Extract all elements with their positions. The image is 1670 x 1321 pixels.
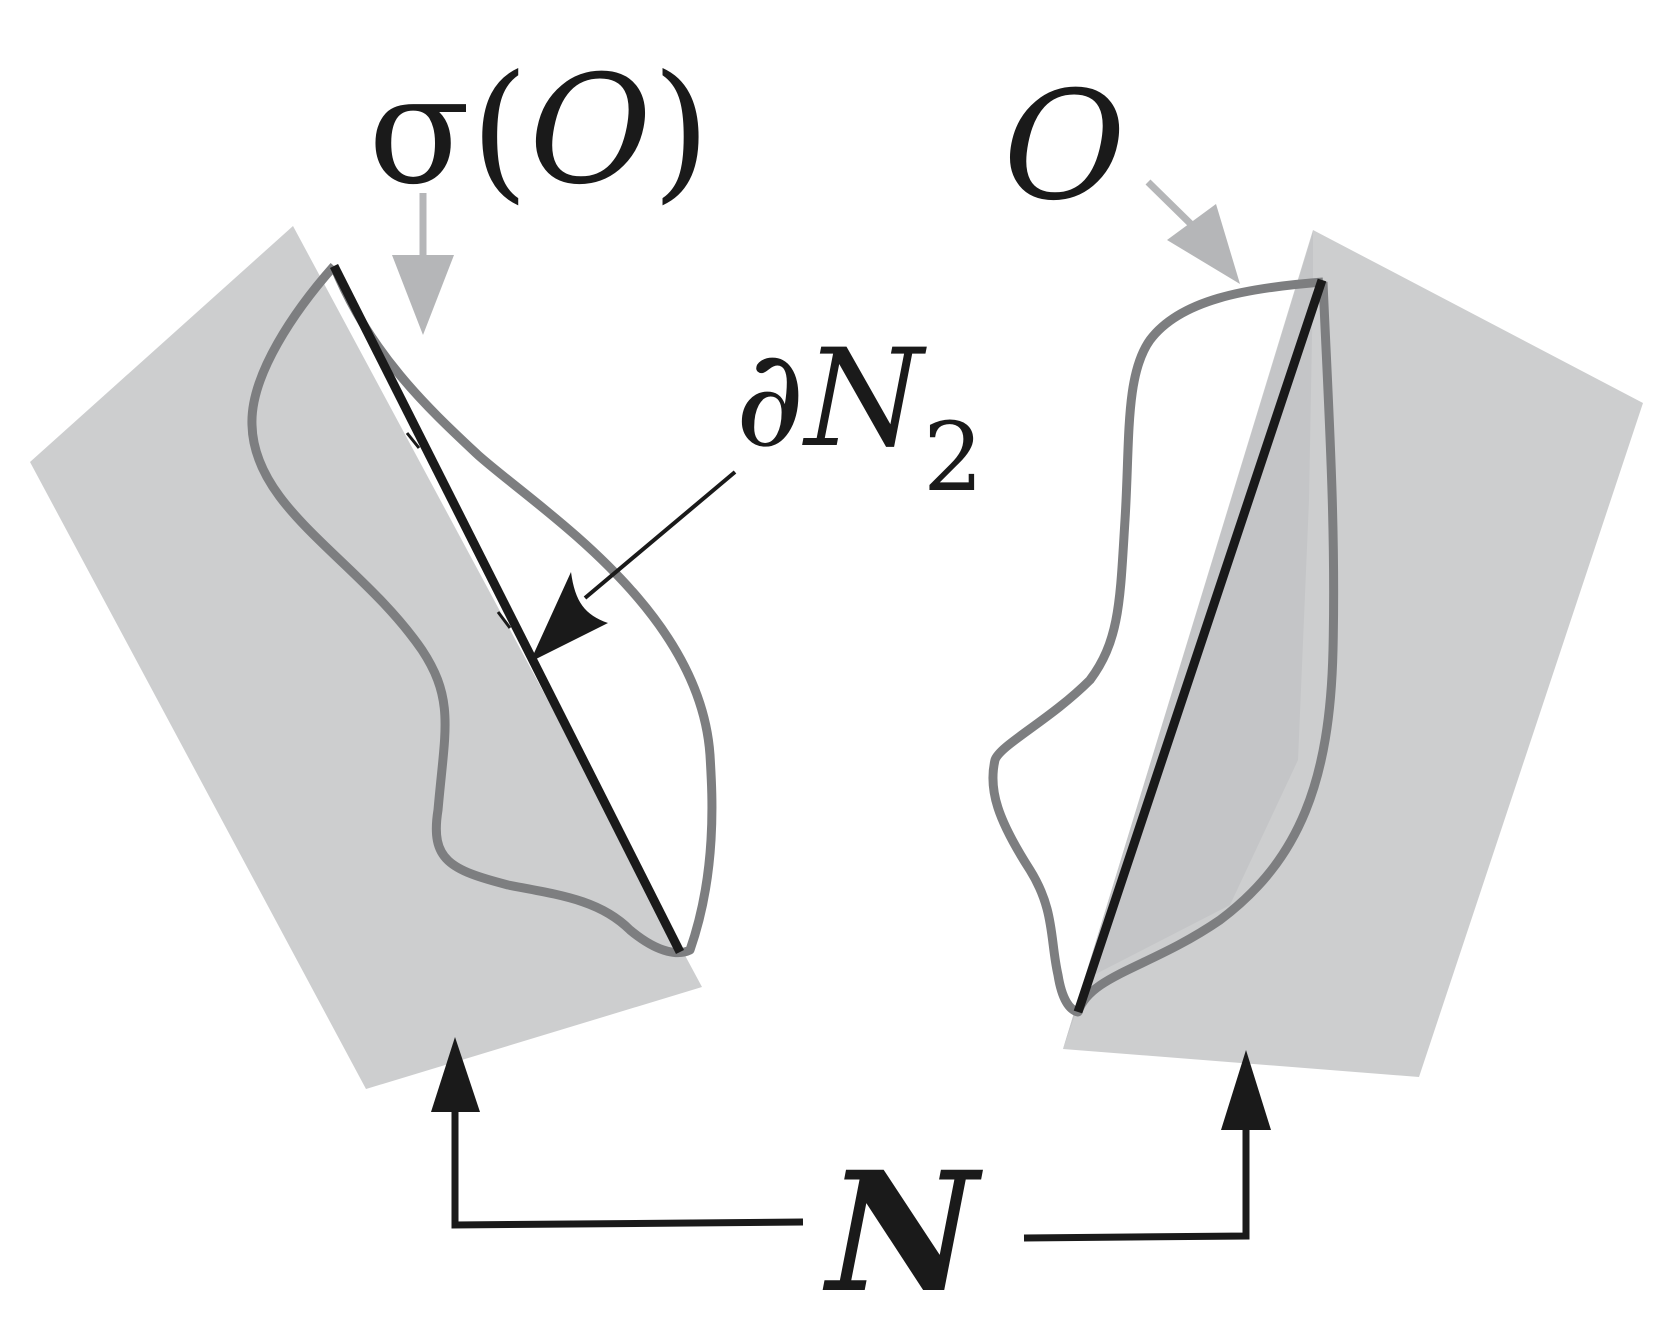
partial-N2-arrow-shaft [583,470,737,600]
partial-N2-label: ∂N2 [735,320,983,513]
sigma-O-arrow-head [392,255,454,335]
O-curve [988,277,1339,1017]
left-segment-tick [496,611,512,629]
partial-N2-arrow-head [530,572,608,662]
sigma-O-label: σ(O) [368,44,710,218]
N-arrow-left-head [431,1037,480,1112]
sigma-O-curve [247,263,717,958]
left-segment-tick [405,432,421,449]
right-shaded-band [1063,232,1313,1049]
O-arrow-head [1167,204,1240,284]
left-shaded-region [30,226,702,1089]
O-label: O [1003,60,1126,234]
right-segment [1073,278,1327,1014]
left-segment [329,263,685,955]
right-shaded-region [1063,230,1643,1077]
N-label: N [822,1135,983,1321]
N-arrow-right-head [1221,1050,1271,1130]
N-bracket-left [451,1100,804,1229]
N-bracket-right [1023,1118,1250,1242]
